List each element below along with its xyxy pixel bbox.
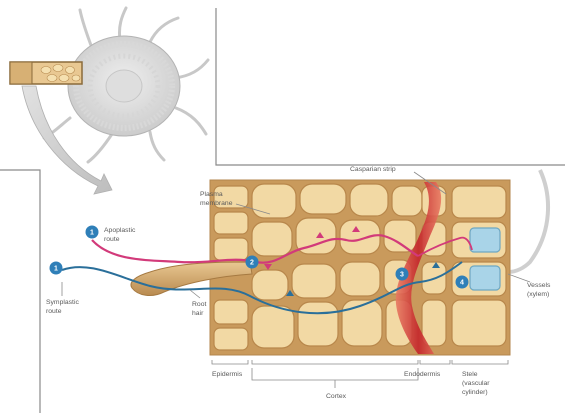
svg-text:Plasma: Plasma [200,191,223,198]
svg-text:(xylem): (xylem) [527,291,549,298]
label-stele: Stele (vascular cylinder) [462,371,490,396]
svg-text:Symplastic: Symplastic [46,299,79,306]
svg-text:membrane: membrane [200,200,233,207]
label-cortex: Cortex [326,393,347,400]
step-marker-1-symplastic: 1 [50,262,63,275]
svg-text:Vessels: Vessels [527,282,551,289]
svg-text:2: 2 [250,260,254,267]
stele-connector [508,170,548,272]
svg-text:Root: Root [192,301,206,308]
svg-text:Apoplastic: Apoplastic [104,227,136,234]
svg-text:Stele: Stele [462,371,478,378]
svg-text:1: 1 [90,230,94,237]
label-vessels: Vessels (xylem) [527,282,551,298]
svg-text:1: 1 [54,266,58,273]
label-endodermis: Endodermis [404,371,441,378]
step-marker-3: 3 [396,268,409,281]
step-marker-1-apoplastic: 1 [86,226,99,239]
root-cross-section [10,8,208,194]
label-symplastic-route: Symplastic route [46,299,79,315]
svg-text:cylinder): cylinder) [462,389,488,396]
label-casparian-strip: Casparian strip [350,166,396,173]
label-apoplastic-route: Apoplastic route [104,227,136,243]
svg-text:hair: hair [192,310,204,317]
label-epidermis: Epidermis [212,371,243,378]
svg-text:route: route [46,308,62,315]
label-root-hair: Root hair [192,301,206,317]
svg-text:4: 4 [460,280,464,287]
svg-text:3: 3 [400,272,404,279]
svg-text:(vascular: (vascular [462,380,490,387]
step-marker-2: 2 [246,256,259,269]
step-marker-4: 4 [456,276,469,289]
svg-text:route: route [104,236,120,243]
